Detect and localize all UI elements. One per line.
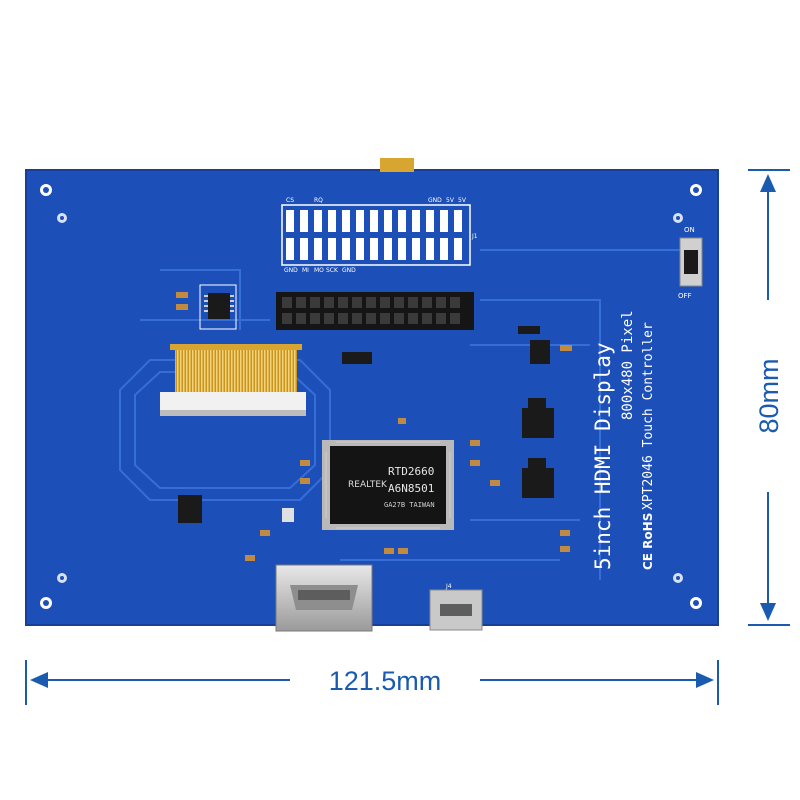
- pin-label-cs: CS: [286, 197, 294, 204]
- usb-label: J4: [445, 583, 452, 590]
- width-dimension: 121.5mm: [25, 660, 719, 705]
- board-title: 5inch HDMI Display: [591, 342, 615, 570]
- top-connector-tab: [380, 158, 414, 172]
- header-label: J1: [471, 233, 478, 240]
- female-header: [276, 292, 474, 330]
- width-label: 121.5mm: [329, 666, 442, 696]
- switch-on-label: ON: [684, 226, 695, 234]
- switch-off-label: OFF: [678, 292, 692, 300]
- height-label: 80mm: [754, 358, 784, 433]
- pin-label-gnd-top: GND: [428, 197, 442, 204]
- chip-code: A6N8501: [388, 482, 434, 495]
- pin-label-gnd-b: GND: [342, 267, 356, 274]
- pin-label-rq: RQ: [314, 197, 323, 204]
- power-switch: ON OFF: [678, 226, 703, 300]
- pin-label-gnd-a: GND: [284, 267, 298, 274]
- touch-ic: [176, 284, 237, 330]
- height-dimension: 80mm: [748, 169, 790, 626]
- main-chip: REALTEK RTD2660 A6N8501 GA27B TAIWAN: [322, 440, 454, 530]
- chip-name: RTD2660: [388, 465, 434, 478]
- board-controller: XPT2046 Touch Controller: [641, 322, 656, 510]
- pin-label-5v-a: 5V: [446, 197, 455, 204]
- board-resolution: 800x480 Pixel: [620, 310, 636, 420]
- chip-origin: GA27B TAIWAN: [384, 501, 435, 509]
- right-arrowhead: [696, 672, 714, 688]
- pcb-board: CS RQ GND 5V 5V GND MI MO SCK GND J1: [25, 158, 719, 632]
- mounting-holes: [40, 184, 702, 609]
- ffc-connector: [160, 344, 306, 416]
- bottom-arrowhead: [760, 603, 776, 621]
- micro-usb-port: J4: [429, 583, 483, 631]
- gpio-header: CS RQ GND 5V 5V GND MI MO SCK GND J1: [281, 197, 478, 274]
- pin-label-sck: SCK: [326, 267, 339, 274]
- pin-label-5v-b: 5V: [458, 197, 467, 204]
- pin-label-mo: MO: [314, 267, 324, 274]
- cert-marks: CE RoHS: [641, 513, 655, 570]
- chip-logo: REALTEK: [348, 480, 388, 490]
- voltage-regulators: [518, 326, 554, 498]
- left-arrowhead: [30, 672, 48, 688]
- top-arrowhead: [760, 174, 776, 192]
- silkscreen-text: 5inch HDMI Display 800x480 Pixel XPT2046…: [591, 310, 656, 570]
- pin-label-mi: MI: [302, 267, 309, 274]
- hdmi-port: [275, 564, 373, 632]
- passive-components: [178, 345, 572, 561]
